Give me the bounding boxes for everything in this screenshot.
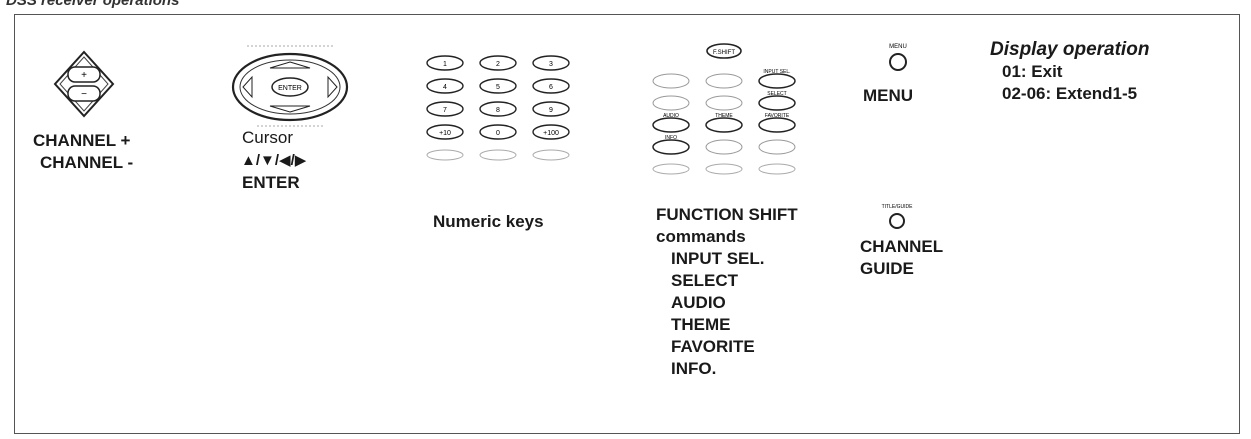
faint-key <box>532 149 570 161</box>
section-title: DSS receiver operations <box>6 0 180 9</box>
function-key-caption: AUDIO <box>663 113 679 119</box>
numeric-key <box>479 55 517 71</box>
numeric-key-label: +10 <box>439 130 451 137</box>
numeric-key <box>479 124 517 140</box>
numeric-key-label: 7 <box>443 107 447 114</box>
menu-label: MENU <box>863 86 914 105</box>
numeric-key-label: 5 <box>496 84 500 91</box>
function-shift-key-label: F.SHIFT <box>713 50 735 56</box>
faint-key <box>758 139 796 155</box>
channel-plus-key <box>67 66 101 83</box>
channel-guide-button-icon: TITLE/GUIDE <box>882 204 914 229</box>
function-command-item: INFO. <box>671 359 717 378</box>
svg-text:TITLE/GUIDE: TITLE/GUIDE <box>882 204 914 210</box>
svg-text:−: − <box>81 89 87 100</box>
function-key <box>758 95 796 111</box>
cursor-arrows: ▲/▼/◀/▶ <box>241 152 307 169</box>
faint-key <box>705 73 743 89</box>
display-operation-title: Display operation <box>990 39 1150 60</box>
numeric-key-label: 0 <box>496 130 500 137</box>
numeric-key <box>532 124 570 140</box>
numeric-key-label: 3 <box>549 61 553 68</box>
function-key <box>758 73 796 89</box>
cursor-title: Cursor <box>242 128 294 147</box>
numeric-key <box>479 78 517 94</box>
display-operation-item: 02-06: Extend1-5 <box>1002 84 1138 103</box>
numeric-key-label: 6 <box>549 84 553 91</box>
menu-button-icon: MENU <box>889 44 907 71</box>
numeric-key-label: 2 <box>496 61 500 68</box>
faint-key <box>652 163 690 175</box>
function-key <box>758 117 796 133</box>
function-key-caption: INFO <box>665 135 677 141</box>
numeric-key <box>426 124 464 140</box>
numeric-key <box>426 55 464 71</box>
channel-minus-label: CHANNEL - <box>40 153 134 172</box>
faint-key <box>705 95 743 111</box>
function-key <box>652 139 690 155</box>
svg-text:+: + <box>81 70 87 81</box>
numeric-key-label: 1 <box>443 61 447 68</box>
display-operation-item: 01: Exit <box>1002 62 1063 81</box>
cursor-enter-label: ENTER <box>242 173 300 192</box>
numeric-key <box>532 78 570 94</box>
function-command-item: FAVORITE <box>671 337 755 356</box>
channel-guide-label-line2: GUIDE <box>860 259 914 278</box>
numeric-key-label: 8 <box>496 107 500 114</box>
faint-key <box>758 163 796 175</box>
faint-key <box>705 163 743 175</box>
numeric-key <box>532 55 570 71</box>
numeric-key <box>532 101 570 117</box>
cursor-pad-icon: ENTER <box>231 45 349 127</box>
function-shift-commands-label: commands <box>656 227 746 246</box>
channel-guide-label-line1: CHANNEL <box>860 237 944 256</box>
function-key <box>652 117 690 133</box>
faint-key <box>652 95 690 111</box>
numeric-keys-label: Numeric keys <box>433 212 544 231</box>
numeric-key <box>426 101 464 117</box>
channel-plus-label: CHANNEL + <box>33 131 131 150</box>
svg-text:MENU: MENU <box>889 44 907 50</box>
function-shift-command-list: INPUT SEL. SELECT AUDIO THEME FAVORITE INFO. <box>671 248 765 380</box>
function-command-item: THEME <box>671 315 731 334</box>
function-key-caption: FAVORITE <box>765 113 790 119</box>
numeric-key <box>479 101 517 117</box>
function-shift-label: FUNCTION SHIFT <box>656 205 798 224</box>
function-shift-keypad-icon: F.SHIFT INPUT SEL. SELECT AUDIO THEME FAVORIT… <box>652 43 796 175</box>
function-command-item: SELECT <box>671 271 739 290</box>
faint-key <box>652 73 690 89</box>
operations-panel: + − CHANNEL + CHANNEL - ENTER Cursor ▲/▼… <box>14 14 1240 434</box>
function-key-caption: THEME <box>715 113 733 119</box>
function-command-item: AUDIO <box>671 293 726 312</box>
enter-key <box>271 77 309 97</box>
display-operation-list: 01: Exit 02-06: Extend1-5 <box>1002 61 1137 105</box>
faint-key <box>705 139 743 155</box>
enter-key-text: ENTER <box>278 85 302 92</box>
numeric-key-label: +100 <box>543 130 559 137</box>
function-key-caption: SELECT <box>767 91 786 97</box>
faint-key <box>479 149 517 161</box>
numeric-key <box>426 78 464 94</box>
function-key-caption: INPUT SEL. <box>763 69 790 75</box>
numeric-key-label: 9 <box>549 107 553 114</box>
channel-minus-key <box>67 85 101 102</box>
channel-rocker-icon: + − <box>53 50 115 118</box>
function-command-item: INPUT SEL. <box>671 249 765 268</box>
function-shift-key <box>706 43 742 59</box>
function-key <box>705 117 743 133</box>
numeric-key-label: 4 <box>443 84 447 91</box>
faint-key <box>426 149 464 161</box>
